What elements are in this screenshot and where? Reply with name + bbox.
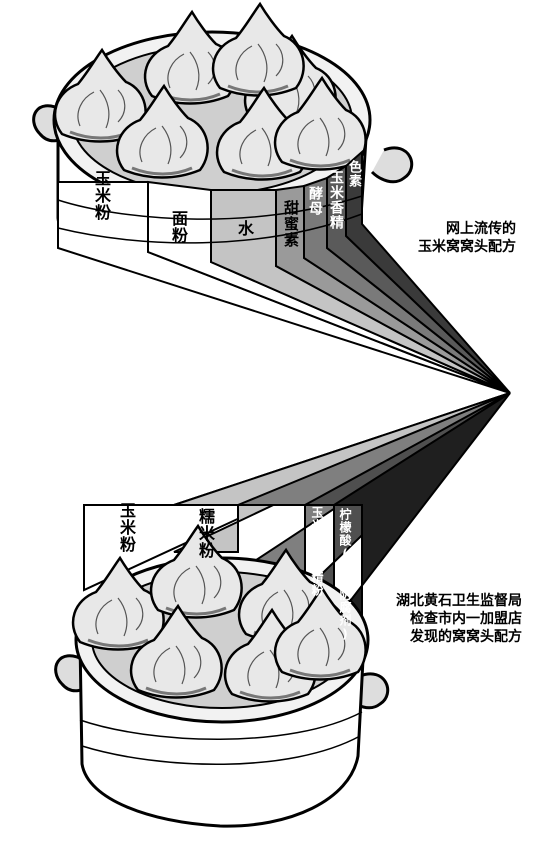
top-ingredient-label: 色素 [346,160,361,188]
bottom-ingredient-label: 柠檬酸(一种防腐剂) [338,508,352,642]
top-ingredient-label: 玉米香精 [328,170,344,230]
bottom-ingredient-label: 糯米粉 [196,508,215,559]
caption-line: 发现的窝窝头配方 [410,629,522,645]
top-ingredient-label: 甜蜜素 [282,200,300,248]
bottom-ingredient-label: 玉米窝窝头精粉 [310,506,324,597]
top-ingredient-label: 水 [235,220,254,237]
bottom-ingredient-label: 玉米粉 [117,502,136,553]
caption-line: 玉米窝窝头配方 [418,239,516,255]
caption-line: 网上流传的 [446,221,516,237]
bottom-ingredient-label: 面粉 [263,508,282,542]
caption-line: 湖北黄石卫生监督局 [396,593,522,609]
caption-line: 检查市内一加盟店 [410,611,522,627]
top-ingredient-label: 面粉 [169,210,188,244]
bottom-steamer [54,524,390,828]
bottom-recipe-caption: 湖北黄石卫生监督局 检查市内一加盟店 发现的窝窝头配方 [396,592,522,646]
top-ingredient-label: 玉米粉 [92,170,111,221]
top-funnel [57,149,511,394]
top-recipe-caption: 网上流传的 玉米窝窝头配方 [418,220,516,256]
top-ingredient-label: 酵母 [307,186,323,216]
